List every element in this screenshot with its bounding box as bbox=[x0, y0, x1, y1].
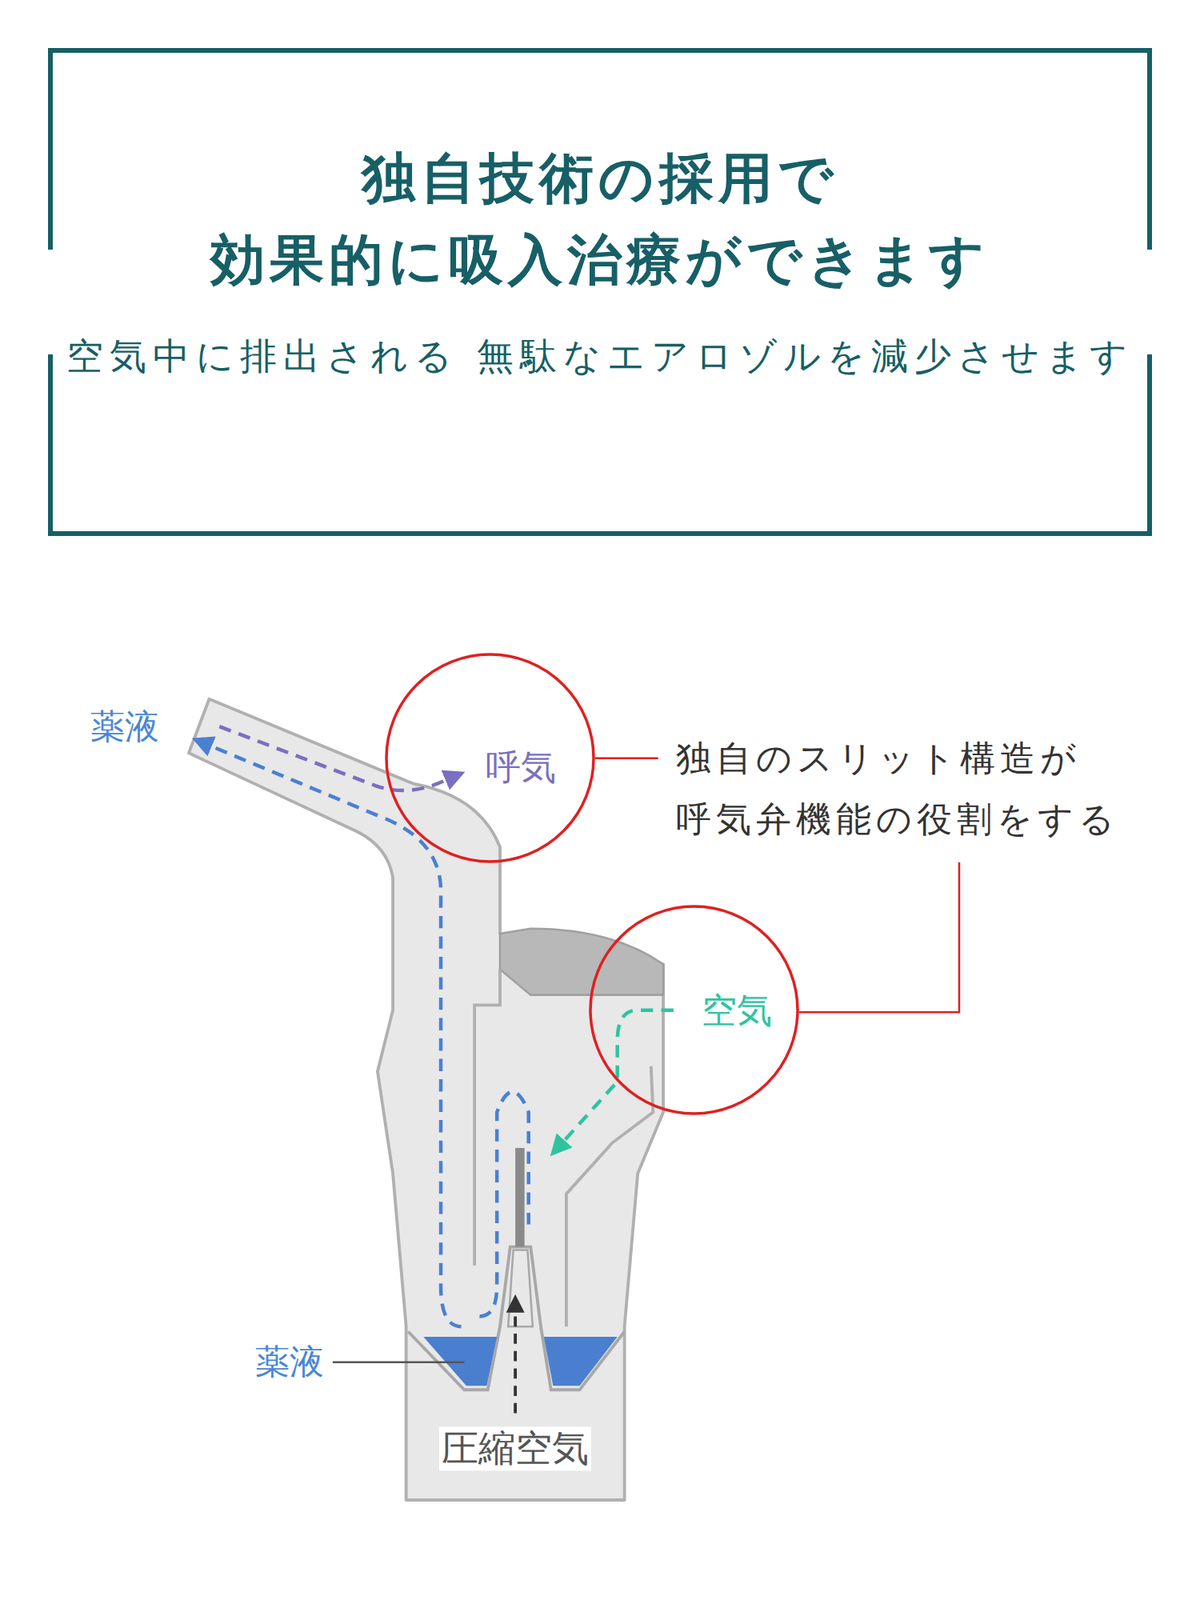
part-label: 圧縮空気 bbox=[439, 1426, 592, 1471]
title-frame: 独自技術の採用で 効果的に吸入治療ができます空気中に排出される 無駄なエアロゾル… bbox=[48, 48, 1152, 536]
leader-line bbox=[332, 1361, 465, 1364]
part-label: 薬液 bbox=[252, 1341, 327, 1384]
part-label: 薬液 bbox=[88, 706, 162, 748]
nebulizer-body bbox=[188, 699, 664, 1500]
inner-wall bbox=[566, 1066, 653, 1327]
mist-flow bbox=[196, 740, 462, 1327]
leader-line bbox=[799, 862, 960, 1013]
frame-border bbox=[50, 50, 1150, 534]
liquid bbox=[544, 1336, 618, 1386]
subheading: 空気中に排出される 無駄なエアロゾルを減少させます bbox=[48, 326, 1152, 386]
mist-flow bbox=[479, 1092, 528, 1317]
exhale-flow bbox=[219, 726, 461, 791]
flow-label: 呼気 bbox=[483, 744, 559, 792]
heading: 独自技術の採用で 効果的に吸入治療ができます bbox=[48, 137, 1152, 301]
callout-text: 独自のスリット構造が 呼気弁機能の役割をする bbox=[673, 728, 1191, 850]
air-flow bbox=[552, 1010, 674, 1154]
highlight-circle: 呼気 bbox=[384, 652, 596, 864]
liquid bbox=[423, 1336, 497, 1386]
flow-label: 空気 bbox=[699, 987, 775, 1035]
cap bbox=[500, 928, 664, 996]
highlight-circle: 空気 bbox=[588, 904, 800, 1116]
circle-border bbox=[590, 906, 798, 1114]
frame-outline bbox=[48, 48, 1152, 536]
circle-border bbox=[386, 654, 594, 862]
nozzle-cone bbox=[508, 1250, 533, 1328]
nozzle bbox=[515, 1148, 524, 1248]
leader-line bbox=[595, 756, 659, 760]
compressed-air-flow bbox=[513, 1297, 517, 1413]
